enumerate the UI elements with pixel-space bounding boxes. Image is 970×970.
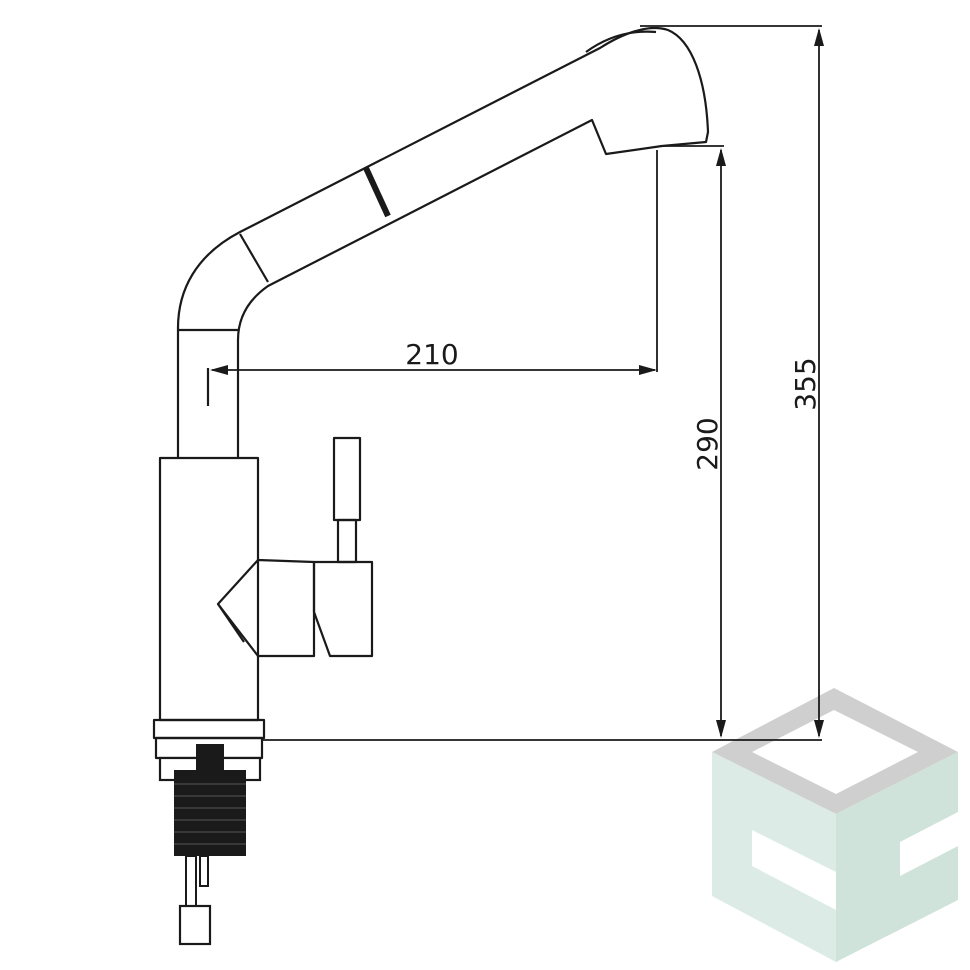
hose-connector — [178, 904, 212, 946]
spout-joint-line — [239, 233, 269, 283]
dimension-arrows — [210, 28, 824, 738]
brand-logo — [712, 688, 958, 962]
arrow-210-left — [210, 365, 228, 375]
dimension-label-355: 355 — [789, 357, 822, 410]
base-flange — [152, 718, 266, 740]
arrow-290-bottom — [716, 720, 726, 738]
faucet — [152, 26, 710, 760]
handle-cartridge — [312, 560, 374, 658]
arrow-355-bottom — [814, 720, 824, 738]
handle-hub-bevel — [217, 603, 245, 643]
logo-inner-top — [752, 710, 918, 794]
lever-shaft — [336, 518, 358, 564]
lever-grip — [332, 436, 362, 522]
faucet-body — [158, 456, 260, 722]
logo-right-face — [836, 752, 958, 962]
logo-notch — [752, 830, 836, 910]
threaded-shank — [174, 770, 246, 856]
nozzle-cap-line — [585, 30, 657, 53]
arrow-355-top — [814, 28, 824, 46]
pullout-ring — [363, 166, 391, 218]
hose-pipe-right — [199, 855, 209, 887]
hose-pipe-left — [185, 855, 197, 907]
dimension-label-290: 290 — [691, 417, 724, 470]
thread-lines — [174, 783, 246, 845]
spout-pipe-outline — [176, 26, 710, 458]
arrow-290-top — [716, 148, 726, 166]
arrow-210-right — [639, 365, 657, 375]
dimension-label-210: 210 — [405, 338, 458, 371]
dimension-lines — [212, 25, 822, 741]
mounting-hardware — [158, 744, 262, 946]
handle-hub — [216, 558, 316, 658]
